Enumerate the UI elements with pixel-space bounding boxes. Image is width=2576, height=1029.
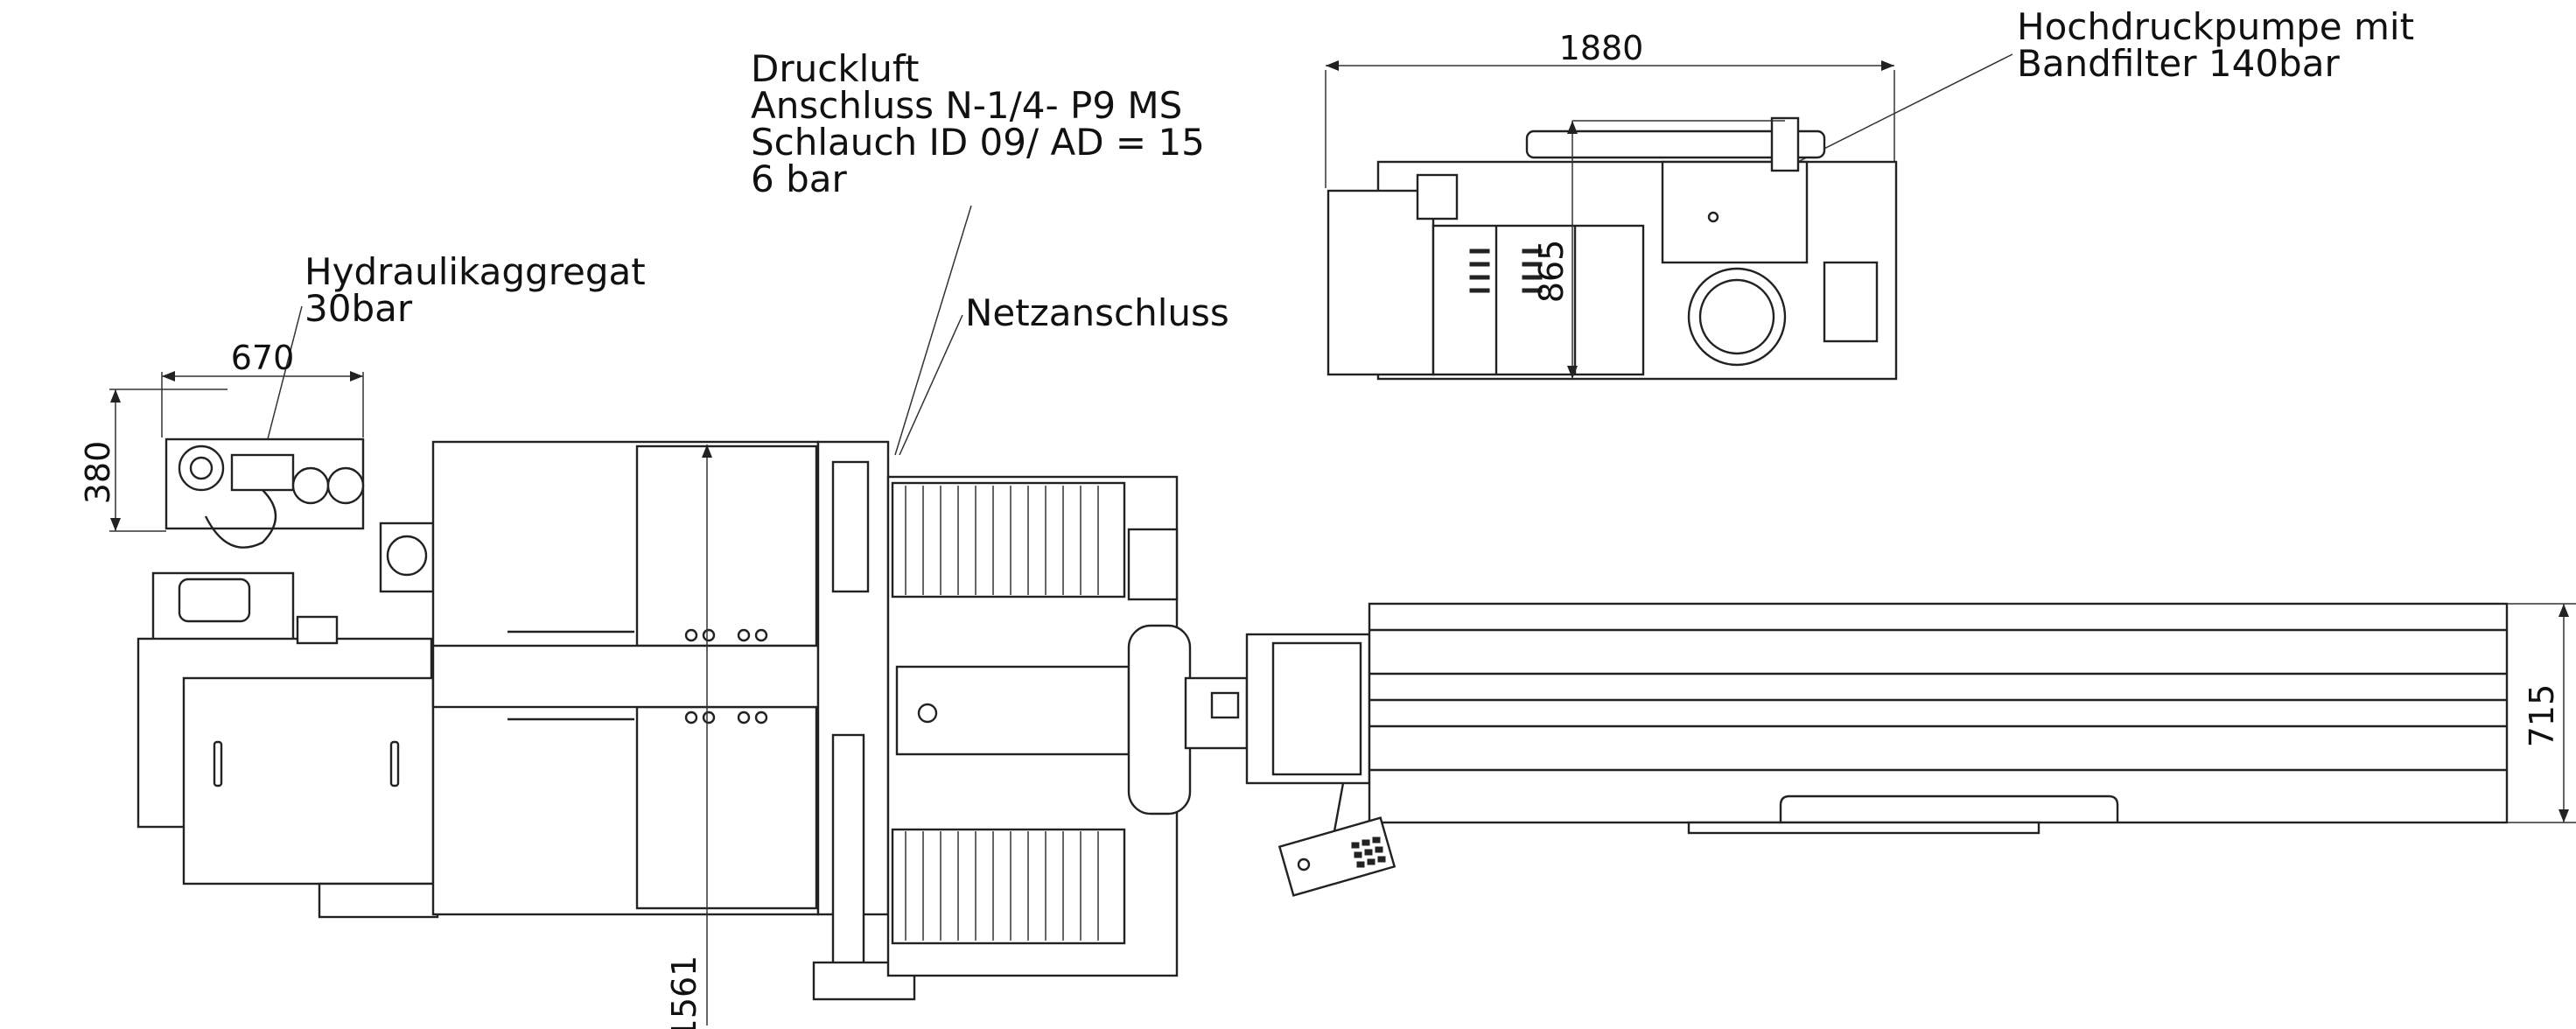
pump-tank [1326,189,1435,376]
pump-box [1661,160,1809,264]
drum-gear [1127,624,1192,816]
leader-hydraulik [262,305,303,460]
hydraulic-unit: 670 380 [79,339,365,549]
leader-netz [899,314,963,456]
pump-pipe [1525,130,1826,159]
callout-hydraulik-line-2: 30bar [304,287,413,330]
callout-druckluft-line-3: Schlauch ID 09/ AD = 15 [751,121,1205,164]
dim-conveyor-width: 715 [2523,684,2561,748]
dim-hydraulic-width: 670 [231,339,295,377]
callout-pumpe: Hochdruckpumpe mit Bandfilter 140bar [1718,5,2414,202]
press-column-bar [831,733,865,995]
leader-druckluft [894,205,972,456]
hydraulic-block [230,453,295,492]
callout-hydraulik-line-1: Hydraulikaggregat [304,250,646,293]
press-middle-rail [431,644,820,709]
pump-valve [1823,261,1879,343]
callout-netz: Netzanschluss [899,291,1229,456]
callout-druckluft-line-4: 6 bar [751,158,847,200]
pump-vents [1469,248,1543,293]
machine-left-section [136,522,439,919]
callout-druckluft-line-1: Druckluft [751,47,919,90]
callout-druckluft: Druckluft Anschluss N-1/4- P9 MS Schlauc… [751,47,1205,456]
callout-hydraulik: Hydraulikaggregat 30bar [262,250,646,460]
conveyor-skirt [1687,821,2040,835]
press-top-panel [635,444,818,648]
hydraulic-hose [204,489,277,549]
drum-upper [891,481,1126,598]
drum-lower [891,828,1126,945]
central-press: 1561 [431,440,916,1029]
press-column-window [831,460,870,593]
conveyor-body [1368,602,2509,824]
dim-hydraulic-depth: 380 [79,441,117,505]
callout-pumpe-line-1: Hochdruckpumpe mit [2017,5,2414,48]
conveyor-handle [1779,794,2119,822]
dim-machine-depth: 1561 [665,956,704,1029]
pump-unit: 1880 865 [1325,29,1898,381]
dim-pump-depth: 865 [1532,240,1571,304]
drum-section [886,475,1192,977]
callout-druckluft-line-2: Anschluss N-1/4- P9 MS [751,84,1182,127]
keypad-keys [1351,836,1386,868]
press-bottom-panel [635,705,818,910]
callout-netz-label: Netzanschluss [965,291,1229,334]
dim-pump-width: 1880 [1559,29,1644,67]
base-strip [318,882,439,919]
conveyor-section: 715 [1184,602,2576,897]
callout-pumpe-line-2: Bandfilter 140bar [2017,42,2340,85]
operator-keypad [1278,816,1396,897]
drum-control-panel [895,665,1130,756]
